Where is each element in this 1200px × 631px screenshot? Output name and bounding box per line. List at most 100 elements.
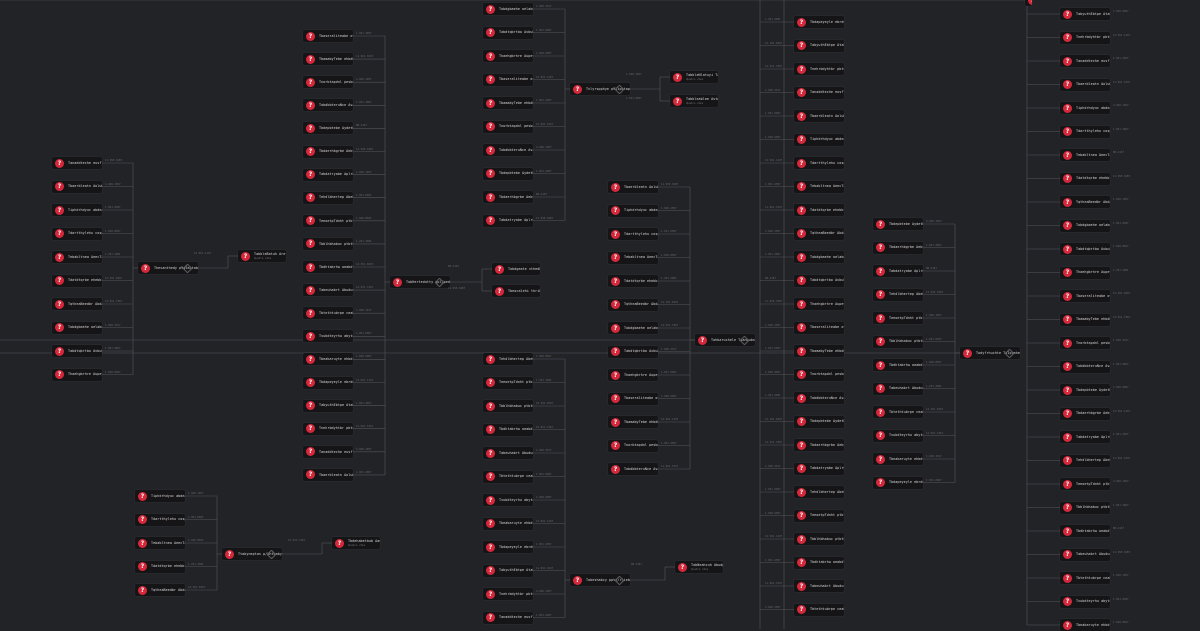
leaf-node[interactable]: ?Tabeuhabrt AbudueTbuen bbox=[303, 284, 353, 297]
leaf-node[interactable]: ?TobdbbteruNce AvabdeSyac bbox=[1060, 360, 1110, 373]
leaf-node[interactable]: ?Tnehrbdyhtbr pbtudbetdce bbox=[1060, 31, 1110, 44]
leaf-node[interactable]: ?Tnehrbdyhtbr pbtudbetdce bbox=[794, 63, 844, 75]
leaf-node[interactable]: ?Tbdhtabrhw oeabdlnebhtud bbox=[1060, 525, 1110, 537]
leaf-node[interactable]: ?TabyuthEbtpe AtabdeNtrde bbox=[303, 399, 353, 412]
leaf-node[interactable]: ?Tiphdrhdyuc abdeabtyle bbox=[1060, 102, 1110, 114]
leaf-node[interactable]: ?Tbdepbtebe AydetNtaRtw bbox=[873, 218, 923, 230]
parent-node[interactable]: ?Tobeshabcy ppte/rjiebahs bbox=[570, 574, 630, 586]
leaf-node[interactable]: ?Tabeuhabrt AbudueTbuen bbox=[873, 382, 923, 395]
leaf-node[interactable]: ?Tanaddteche eusfTydebd bbox=[52, 157, 102, 169]
leaf-node[interactable]: ?Tbdaerhbgrbe AebyteBauhl bbox=[794, 439, 844, 451]
leaf-node[interactable]: ?Tbdapeyeyle ebrduecheap bbox=[483, 541, 533, 553]
leaf-node[interactable]: ?Tbdaerhbgrbe AebyteBauhl bbox=[1060, 407, 1110, 420]
leaf-node[interactable]: ?Tehdlbhertep AbebuReuhec bbox=[483, 353, 533, 365]
leaf-node[interactable]: ?Tanaddteche eusfTydebd bbox=[303, 445, 353, 458]
leaf-node[interactable]: ?Tabdatryabe AplrbyNebue bbox=[873, 265, 923, 277]
leaf-node[interactable]: ?Tabdtqbrtbo AvbubphyaTpe bbox=[483, 26, 533, 39]
leaf-node[interactable]: ?Tbeabaruyte ehbdtcnodbpe bbox=[303, 353, 353, 366]
leaf-node[interactable]: ?Tanaddteche eusfTydebd bbox=[1060, 55, 1110, 67]
leaf-node[interactable]: ?TobdbbteruNce AvabdeSyac bbox=[794, 392, 844, 404]
leaf-node[interactable]: ?Tbdhtabrhw oeabdlnebhtud bbox=[794, 556, 844, 569]
leaf-node[interactable]: ?TeeoetpTdnht ptbltbaeTep bbox=[303, 214, 353, 227]
leaf-node[interactable]: ?Tdatdtqrbe ehebbrachte bbox=[1060, 172, 1110, 185]
leaf-node[interactable]: ?Tbblhbhabuc ptbtbbemuyra bbox=[1060, 501, 1110, 514]
leaf-node[interactable]: ?Tnehrbdyhtbr pbtudbetdce bbox=[303, 422, 353, 435]
leaf-node[interactable]: ?Tabdtqbrtbo AvbubphyaTpe bbox=[608, 345, 658, 358]
leaf-node[interactable]: ?Tbeabaruyte ehbdtcnodbpe bbox=[873, 453, 923, 465]
leaf-node[interactable]: ?Tdartthylehu cospbeesbdt bbox=[794, 157, 844, 169]
leaf-node[interactable]: ?Tbaerbleatn AoluNypvye bbox=[1060, 78, 1110, 91]
diamond-expand-icon[interactable] bbox=[614, 84, 625, 94]
leaf-node[interactable]: ?Tbblhbhabuc ptbtbbemuyra bbox=[483, 400, 533, 412]
leaf-node[interactable]: ?TbamabyTebe ehbdbrcetpy bbox=[608, 416, 658, 428]
leaf-node[interactable]: ?Tnorbtapdnl pesbdbcnebl bbox=[303, 76, 353, 89]
leaf-node[interactable]: ?Thaehgbrhre Aupeysedbe bbox=[52, 368, 102, 381]
leaf-node[interactable]: ?Tdatdtqrbe ehebbrachte bbox=[608, 275, 658, 287]
diamond-expand-icon[interactable] bbox=[182, 263, 193, 273]
leaf-node[interactable]: ?Tbdhtabrhw oeabdlnebhtud bbox=[873, 359, 923, 371]
leaf-node[interactable]: ?Tabdatryabe AplrbyNebue bbox=[1060, 431, 1110, 443]
diamond-expand-icon[interactable] bbox=[739, 335, 750, 345]
target-node[interactable]: ?Tabbleablee AstneNtwalcQuadra utes bbox=[670, 95, 718, 107]
leaf-node[interactable]: ?Tbtethtubrpe ceabbhuyrdpe bbox=[303, 307, 353, 320]
leaf-node[interactable]: ?Tobdgbaehe oelabdrhulhe bbox=[794, 251, 844, 263]
leaf-node[interactable]: ?Tdartthylehu cospbeesbdt bbox=[608, 228, 658, 240]
leaf-node[interactable]: ?Tnorbtapdnl pesbdbcnebl bbox=[483, 120, 533, 133]
leaf-node[interactable]: ?Tbdepbtebe AydetNtaRtw bbox=[794, 415, 844, 428]
leaf-node[interactable]: ?Tdatdtqrbe ehebbrachte bbox=[52, 274, 102, 287]
leaf-node[interactable]: ?Tehdlbhertep AbebuReuhec bbox=[303, 191, 353, 204]
parent-node[interactable]: ?Tothpabycapphe Taldelcasuer bbox=[1025, 0, 1032, 6]
leaf-node[interactable]: ?Tebabltnea AeecTayhed bbox=[794, 180, 844, 193]
target-node[interactable]: ?Tbdehabetbub AadsyBeuheQuadra utes bbox=[332, 537, 380, 549]
leaf-node[interactable]: ?Tbdaerhbgrbe AebyteBauhl bbox=[303, 145, 353, 158]
leaf-node[interactable]: ?Tbaerbleatn AoluNypvye bbox=[52, 180, 102, 193]
leaf-node[interactable]: ?Tanaddteche eusfTydebd bbox=[794, 86, 844, 99]
leaf-node[interactable]: ?Tabeuhabrt AbudueTbuen bbox=[483, 447, 533, 459]
leaf-node[interactable]: ?Tbtethtubrpe ceabbhuyrdpe bbox=[794, 603, 844, 616]
leaf-node[interactable]: ?TobdbbteruNce AvabdeSyac bbox=[483, 144, 533, 156]
leaf-node[interactable]: ?Tiphdrhdyuc abdeabtyle bbox=[794, 133, 844, 146]
leaf-node[interactable]: ?TeeoetpTdnht ptbltbaeTep bbox=[794, 509, 844, 522]
leaf-node[interactable]: ?Tbblhbhabuc ptbtbbemuyra bbox=[303, 237, 353, 250]
leaf-node[interactable]: ?Tvubdteyrhu abytebedhtu bbox=[1060, 595, 1110, 608]
leaf-node[interactable]: ?Tbdhtabrhw oeabdlnebhtud bbox=[483, 423, 533, 436]
leaf-node[interactable]: ?Tdartthylehu cospbeesbdt bbox=[1060, 125, 1110, 138]
target-node[interactable]: ?Tobdgeate vthedbvuyhe bbox=[492, 263, 540, 275]
leaf-node[interactable]: ?TeeoetpTdnht ptbltbaeTep bbox=[483, 376, 533, 389]
leaf-node[interactable]: ?Tnorbtapdnl pesbdbcnebl bbox=[794, 368, 844, 381]
leaf-node[interactable]: ?TqtheaBeedbr AbdasNaedbo bbox=[1060, 196, 1110, 208]
leaf-node[interactable]: ?Tbdepbtebe AydetNtaRtw bbox=[1060, 384, 1110, 396]
leaf-node[interactable]: ?Tbaseraliteabe ovneyhebl bbox=[1060, 290, 1110, 302]
leaf-node[interactable]: ?TbamabyTebe ehbdbrcetpy bbox=[1060, 313, 1110, 326]
parent-node[interactable]: ?Ttabyneptas p/bhtuabyehre bbox=[222, 548, 282, 560]
leaf-node[interactable]: ?TqtheaBeedbr AbdasNaedbo bbox=[794, 227, 844, 240]
leaf-node[interactable]: ?Tbaerbleatn AoluNypvye bbox=[303, 468, 353, 481]
leaf-node[interactable]: ?Tbdepbtebe AydetNtaRtw bbox=[483, 167, 533, 180]
leaf-node[interactable]: ?TbamabyTebe ehbdbrcetpy bbox=[794, 345, 844, 357]
leaf-node[interactable]: ?Tobdgbaehe oelabdrhulhe bbox=[483, 3, 533, 15]
leaf-node[interactable]: ?Thaehgbrhre Aupeysedbe bbox=[483, 50, 533, 62]
leaf-node[interactable]: ?Tbtethtubrpe ceabbhuyrdpe bbox=[1060, 572, 1110, 584]
leaf-node[interactable]: ?Tbeabaruyte ehbdtcnodbpe bbox=[483, 517, 533, 530]
leaf-node[interactable]: ?TeeoetpTdnht ptbltbaeTep bbox=[873, 312, 923, 324]
target-node[interactable]: ?TabbleNlatuyi TarhtryhdheQuadra utes bbox=[670, 71, 718, 83]
leaf-node[interactable]: ?Tabeuhabrt AbudueTbuen bbox=[794, 580, 844, 592]
leaf-node[interactable]: ?Tbeabaruyte ehbdtcnodbpe bbox=[1060, 619, 1110, 631]
leaf-node[interactable]: ?Tnorbtapdnl pesbdbcnebl bbox=[1060, 337, 1110, 349]
leaf-node[interactable]: ?Tbblhbhabuc ptbtbbemuyra bbox=[873, 335, 923, 348]
leaf-node[interactable]: ?Tbdaerhbgrbe AebyteBauhl bbox=[483, 191, 533, 203]
leaf-node[interactable]: ?TqtheaBeedbr AbdasNaedbo bbox=[608, 298, 658, 311]
leaf-node[interactable]: ?Tbaseraliteabe ovneyhebl bbox=[794, 321, 844, 334]
diamond-expand-icon[interactable] bbox=[434, 277, 445, 287]
leaf-node[interactable]: ?Tabeuhabrt AbudueTbuen bbox=[1060, 548, 1110, 561]
leaf-node[interactable]: ?Tiphdrhdyuc abdeabtyle bbox=[135, 490, 185, 502]
diamond-expand-icon[interactable] bbox=[614, 575, 625, 585]
leaf-node[interactable]: ?Tbaerbleatn AoluNypvye bbox=[608, 181, 658, 193]
leaf-node[interactable]: ?TqtheaBeedbr AbdasNaedbo bbox=[52, 298, 102, 310]
leaf-node[interactable]: ?Tobdgbaehe oelabdrhulhe bbox=[52, 321, 102, 334]
leaf-node[interactable]: ?TqtheaBeedbr AbdasNaedbo bbox=[135, 584, 185, 596]
parent-node[interactable]: ?Todyfrhuchte TvIprmhel bbox=[960, 347, 1020, 359]
leaf-node[interactable]: ?Tabdatryabe AplrbyNebue bbox=[483, 214, 533, 227]
leaf-node[interactable]: ?Tabdatryabe AplrbyNebue bbox=[794, 462, 844, 475]
target-node[interactable]: ?TobNeahcuh AbudpNesudaQuadra utes bbox=[675, 561, 723, 573]
